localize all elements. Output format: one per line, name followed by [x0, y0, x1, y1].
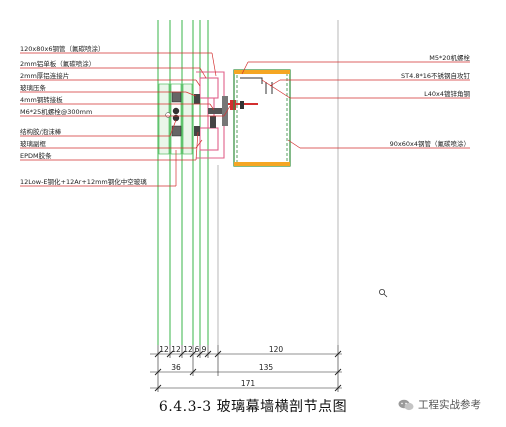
label-steel-tube-120: 120x80x6钢管（氟碳喷涂） [20, 44, 105, 53]
left-labels: 120x80x6钢管（氟碳喷涂） 2mm铝单板（氟碳喷涂） 2mm厚铝连接片 玻… [20, 44, 147, 186]
spacer-sealant [165, 91, 182, 137]
right-labels: M5*20机螺栓 ST4.8*16不锈钢自攻钉 L40x4镀锌角钢 90x60x… [390, 53, 471, 148]
wechat-icon [398, 399, 414, 410]
label-glass-subframe: 玻璃副框 [20, 139, 47, 148]
dim-9: 9 [202, 345, 207, 354]
left-leaders [20, 52, 231, 187]
dim-120: 120 [269, 345, 284, 354]
watermark: 工程实战参考 [398, 397, 481, 412]
label-steel-tube-90: 90x60x4钢管（氟碳喷涂） [390, 139, 470, 148]
label-aluminum-panel: 2mm铝单板（氟碳喷涂） [20, 59, 95, 68]
dim-36: 36 [171, 363, 181, 372]
label-angle-steel: L40x4镀锌角钢 [424, 89, 470, 98]
label-insulated-glass: 12Low-E钢化+12Ar+12mm钢化中空玻璃 [20, 177, 147, 186]
zoom-cursor-icon [378, 288, 388, 298]
dim-12-b: 12 [171, 345, 181, 354]
dim-6: 6 [195, 345, 200, 354]
dimension-values: 12 12 12 6 9 120 36 135 171 [159, 345, 283, 388]
steel-tube [233, 69, 291, 167]
label-glass-bead: 玻璃压条 [20, 83, 47, 92]
right-leaders [241, 61, 470, 149]
gasket-blocks [194, 94, 216, 136]
label-m6-bolt: M6*25机螺栓@300mm [20, 107, 92, 116]
label-m5-bolt: M5*20机螺栓 [429, 53, 470, 62]
bolt-connection [208, 96, 258, 126]
dim-171: 171 [241, 379, 256, 388]
watermark-text: 工程实战参考 [418, 399, 481, 411]
dim-12-a: 12 [159, 345, 169, 354]
label-aluminum-connector: 2mm厚铝连接片 [20, 71, 69, 80]
label-epdm: EPDM胶条 [20, 151, 52, 160]
reference-lines [217, 20, 339, 345]
figure-caption: 6.4.3-3 玻璃幕墙横剖节点图 [158, 399, 348, 415]
label-steel-plate: 4mm钢转接板 [20, 95, 63, 104]
dim-135: 135 [259, 363, 274, 372]
dim-12-c: 12 [183, 345, 193, 354]
label-structural-sealant: 结构胶/泡沫棒 [20, 127, 62, 136]
vertical-guides [157, 20, 209, 345]
label-self-tapping-screw: ST4.8*16不锈钢自攻钉 [401, 71, 470, 80]
dimension-ticks [154, 350, 342, 392]
angle-steel [240, 77, 273, 94]
